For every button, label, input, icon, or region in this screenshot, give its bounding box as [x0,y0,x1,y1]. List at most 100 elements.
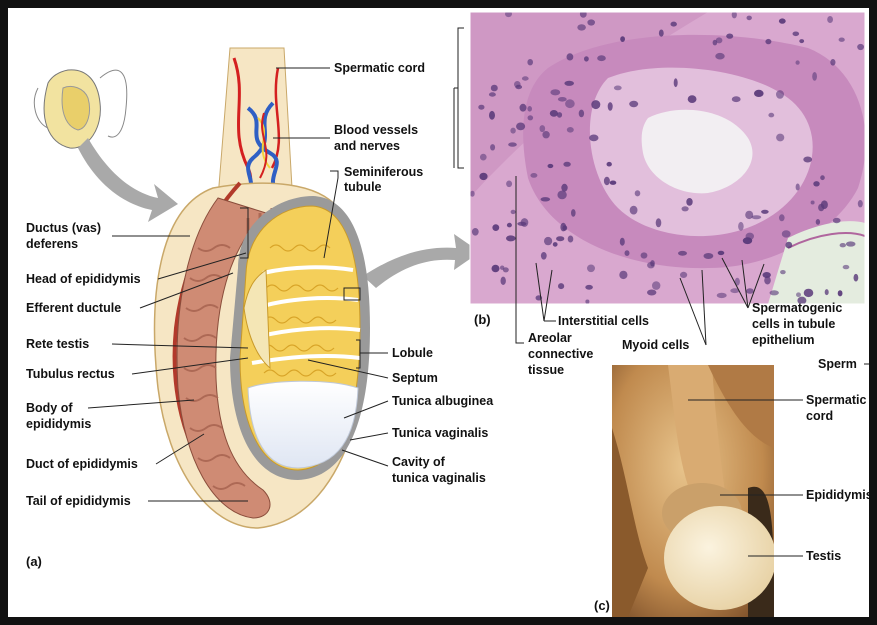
cell-nucleus [768,113,774,118]
cell-nucleus [716,37,723,43]
label-photo-spermatic-cord: Spermatic [806,393,866,407]
cell-nucleus [674,78,678,87]
label-efferent-ductule: Efferent ductule [26,301,121,315]
label-head-of-epididymis: Head of epididymis [26,272,141,286]
photo-testis [664,506,776,610]
cell-nucleus [610,181,617,185]
cell-nucleus [544,237,552,245]
label-blood-vessels: Blood vessels [334,123,418,137]
cell-nucleus [527,59,533,65]
cell-nucleus [589,135,598,142]
cell-nucleus [550,89,560,95]
cell-nucleus [579,110,584,118]
cell-nucleus [478,105,484,110]
cell-nucleus [718,251,725,255]
cell-nucleus [557,112,562,118]
cell-nucleus [779,18,786,23]
cell-nucleus [480,154,487,161]
cell-nucleus [585,300,589,304]
cell-nucleus [620,36,625,42]
cell-nucleus [597,55,606,61]
cell-nucleus [635,190,641,196]
cell-nucleus [840,243,846,247]
cell-nucleus [560,223,566,232]
figure-panel: Spermatic cord Blood vessels and nerves … [8,8,869,617]
inset-scrotum-sketch [34,70,126,148]
cell-nucleus [746,233,754,240]
cell-nucleus [541,252,547,260]
cell-nucleus [607,162,612,167]
cell-nucleus [470,191,475,197]
cell-nucleus [799,39,804,43]
panel-c-tag: (c) [594,598,610,613]
cell-nucleus [647,290,656,296]
cell-nucleus [614,86,622,91]
cell-nucleus [812,72,817,81]
cell-nucleus [656,218,662,227]
cell-nucleus [763,272,771,278]
cell-nucleus [506,235,516,241]
cell-nucleus [776,90,784,99]
cell-nucleus [506,181,512,188]
cell-nucleus [715,53,724,60]
cell-nucleus [671,22,677,27]
label-spermatic-cord: Spermatic cord [334,61,425,75]
cell-nucleus [732,96,741,102]
cell-nucleus [507,223,512,228]
cell-nucleus [782,230,791,237]
label-seminiferous-tubule-2: tubule [344,180,382,194]
cell-nucleus [521,218,529,227]
cell-nucleus [516,123,525,131]
label-photo-spermatic-cord-2: cord [806,409,833,423]
zoom-arrow-icon [78,138,178,222]
cell-nucleus [796,60,800,64]
cell-nucleus [846,241,856,246]
cell-nucleus [704,253,714,259]
cell-nucleus [746,288,754,294]
label-cavity-of-tunica-vaginalis: Cavity of [392,455,446,469]
cell-nucleus [813,181,819,186]
cell-nucleus [563,162,570,167]
label-interstitial-cells: Interstitial cells [558,314,649,328]
cell-nucleus [747,16,752,21]
cell-nucleus [843,265,850,269]
photo-c [612,365,776,617]
label-photo-epididymis: Epididymis [806,488,869,502]
cell-nucleus [680,272,687,278]
label-spermatogenic-cells-2: cells in tubule [752,317,835,331]
label-rete-testis: Rete testis [26,337,89,351]
cell-nucleus [838,290,843,296]
cell-nucleus [717,293,727,298]
cell-nucleus [503,267,509,272]
cell-nucleus [825,289,829,295]
label-photo-testis: Testis [806,549,841,563]
cell-nucleus [567,53,574,60]
label-tubulus-rectus: Tubulus rectus [26,367,115,381]
label-ductus-deferens: Ductus (vas) [26,221,101,235]
cell-nucleus [489,111,495,120]
cell-nucleus [796,184,800,191]
cell-nucleus [511,210,516,214]
cell-nucleus [857,44,864,50]
label-septum: Septum [392,371,438,385]
cell-nucleus [779,214,785,221]
label-lobule: Lobule [392,346,433,360]
cell-nucleus [587,19,595,25]
cell-nucleus [796,292,801,297]
cell-nucleus [584,56,589,61]
label-body-of-epididymis: Body of [26,401,73,415]
cell-nucleus [520,104,527,112]
cell-nucleus [770,290,779,295]
cell-nucleus [515,85,522,89]
cell-nucleus [585,285,593,290]
cell-nucleus [682,206,689,211]
cell-nucleus [550,110,558,117]
cell-nucleus [754,90,764,97]
cell-nucleus [541,197,551,201]
cell-nucleus [820,175,825,180]
cell-nucleus [540,125,546,132]
cell-nucleus [726,34,733,39]
label-spermatogenic-cells: Spermatogenic [752,301,842,315]
cell-nucleus [751,215,761,219]
cell-nucleus [620,238,625,246]
